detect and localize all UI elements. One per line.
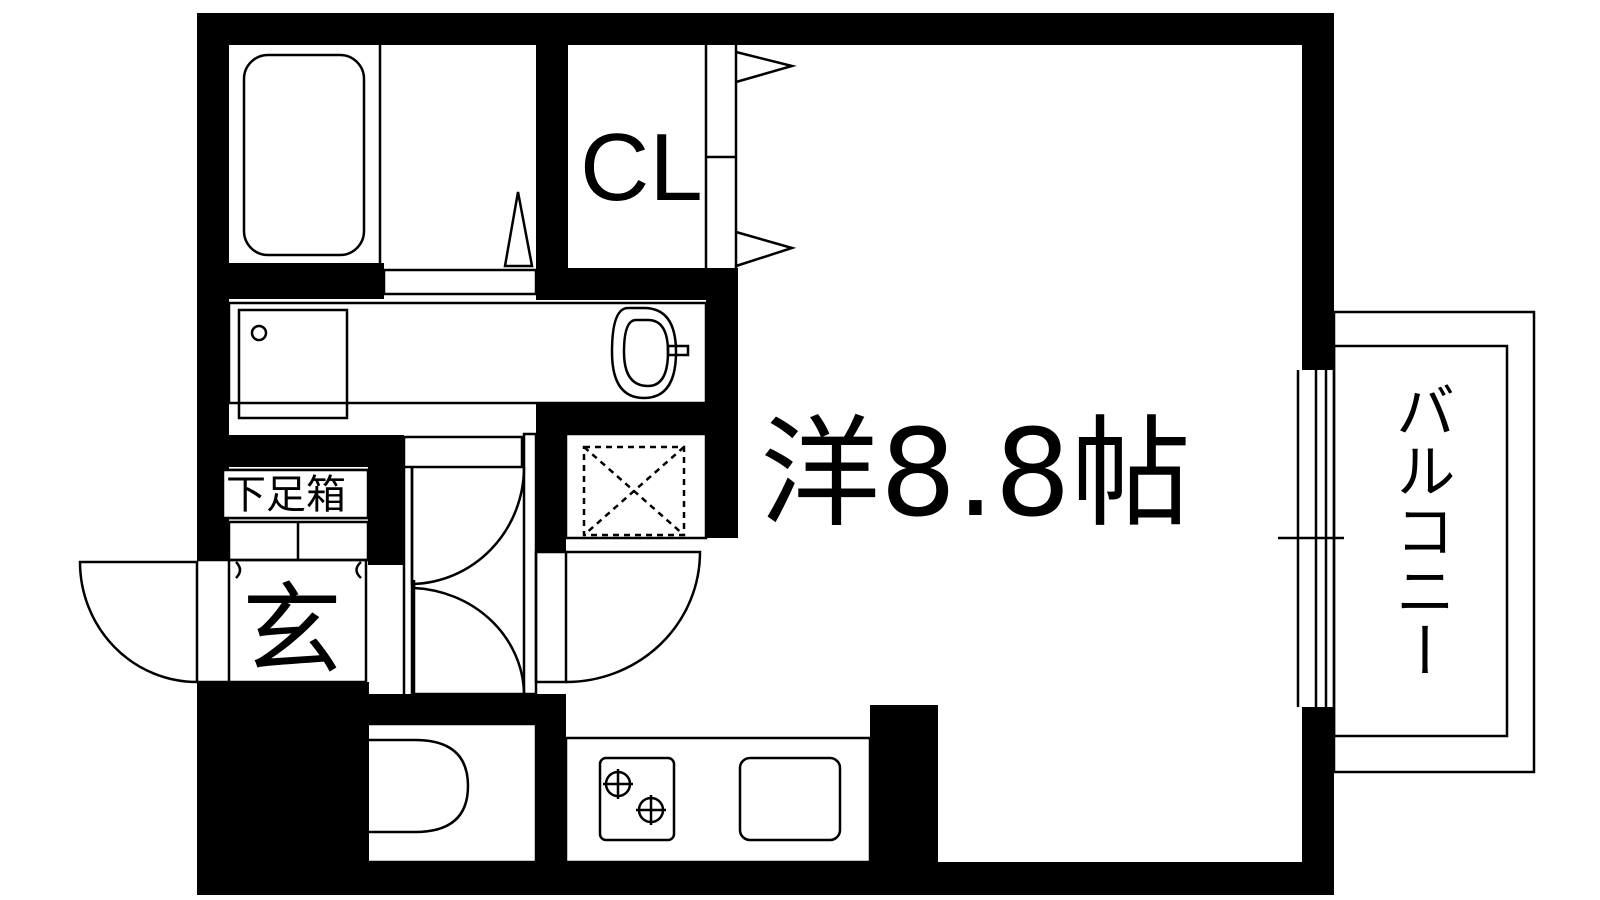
washroom-door-swing-icon — [410, 466, 526, 586]
washroom — [227, 301, 708, 420]
washroom-counter — [227, 301, 708, 405]
wall-right-upper — [1302, 13, 1334, 370]
toilet-door-threshold — [412, 692, 524, 724]
stove-icon — [598, 756, 676, 842]
balcony-label: バルコニー — [1385, 380, 1455, 680]
fridge-area — [534, 432, 708, 684]
wall-shoebox-right — [368, 435, 404, 565]
toilet-bowl-icon — [344, 738, 470, 834]
kitchen — [564, 736, 872, 864]
room-door-frame — [534, 550, 568, 684]
corridor-right-frame — [522, 432, 538, 696]
washroom-door-frame — [402, 435, 524, 469]
washbasin-inner-icon — [622, 318, 670, 388]
balcony — [1332, 310, 1536, 774]
bath-door-threshold — [382, 268, 538, 296]
toilet — [312, 722, 538, 864]
toilet-door-swing-icon — [412, 584, 526, 694]
entrance-step-icon — [235, 561, 362, 579]
toilet-room — [312, 722, 538, 864]
entrance-floor — [227, 558, 368, 684]
fridge-cross-2 — [583, 446, 685, 536]
wall-toilet-top — [369, 694, 565, 724]
wall-entrance-bottom — [197, 682, 369, 895]
room-door-swing-icon — [565, 550, 702, 684]
faucet-icon — [666, 344, 690, 357]
bathtub-icon — [242, 53, 366, 257]
front-door-swing-icon — [78, 560, 199, 684]
drain-icon — [250, 324, 268, 342]
wall-kitchen-end — [870, 705, 938, 862]
fridge-space — [564, 432, 708, 540]
wall-toilet-right — [536, 694, 566, 862]
room-label: 洋8.8帖 — [760, 405, 1191, 544]
shoe-cabinet-label: 下足箱 — [226, 472, 346, 518]
corridor — [402, 432, 538, 724]
wall-bath-closet — [536, 45, 568, 300]
bathroom — [242, 45, 538, 296]
kitchen-counter — [564, 736, 872, 864]
closet-label: CL — [580, 114, 703, 221]
wall-room-left — [706, 268, 738, 538]
washing-machine-pan-icon — [237, 308, 349, 420]
wall-bottom — [197, 862, 1334, 895]
closet-door-upper-icon — [735, 50, 797, 84]
entrance-label: 玄 — [242, 572, 342, 689]
wall-bath-bottom — [229, 263, 384, 299]
bath-door-triangle-icon — [503, 191, 534, 268]
fridge-space-icon — [582, 445, 686, 537]
wall-right-lower — [1302, 707, 1334, 895]
wall-closet-bottom — [536, 268, 736, 300]
toilet-tank-icon — [322, 736, 348, 838]
wall-top — [197, 13, 1334, 45]
shoe-cabinet-label-bg — [221, 468, 370, 520]
balcony-inner — [1332, 344, 1509, 738]
closet-door-lower-icon — [735, 230, 797, 268]
burner-2-cross — [636, 795, 666, 825]
burner-1-cross — [603, 769, 633, 799]
closet — [704, 45, 797, 268]
wall-corridor-mid — [536, 402, 706, 434]
interior-walls — [197, 45, 938, 895]
washbasin-icon — [610, 306, 678, 400]
kitchen-sink-icon — [738, 756, 842, 842]
